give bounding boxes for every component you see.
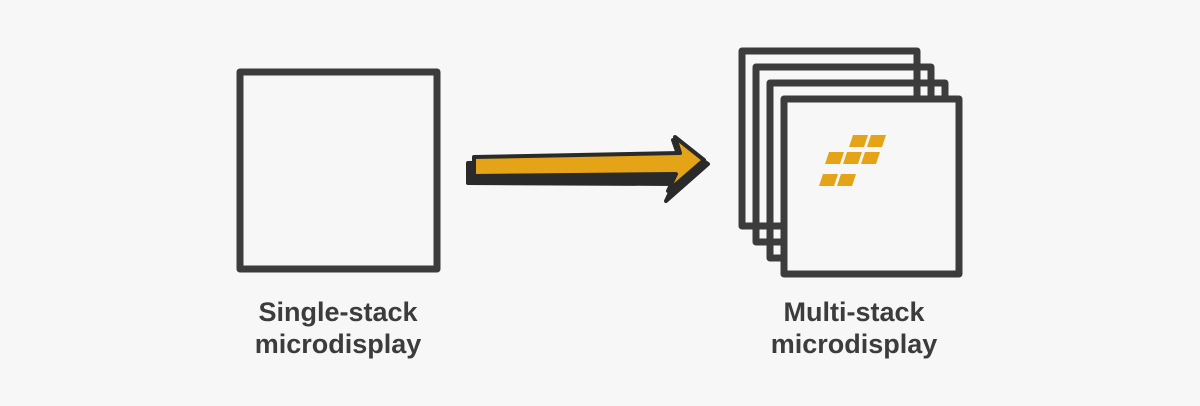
multi-stack-layers <box>738 47 963 278</box>
multi-stack-caption-line2: microdisplay <box>770 329 938 359</box>
pixel-cell <box>825 152 844 164</box>
multi-stack-caption: Multi-stack microdisplay <box>724 296 984 360</box>
arrow-body <box>472 135 706 193</box>
stack-layer-4 <box>780 95 963 278</box>
pixel-grid-icon <box>819 135 886 186</box>
single-stack-caption-line1: Single-stack <box>258 297 418 327</box>
pixel-cell <box>819 174 838 186</box>
single-stack-caption-line2: microdisplay <box>254 329 422 359</box>
pixel-cell <box>849 135 868 147</box>
single-stack-square <box>236 68 441 273</box>
single-stack-caption: Single-stack microdisplay <box>208 296 468 360</box>
multi-stack-caption-line1: Multi-stack <box>783 297 925 327</box>
pixel-cell <box>837 174 856 186</box>
pixel-cell <box>867 135 886 147</box>
pixel-cell <box>861 152 880 164</box>
arrow-right-icon <box>466 135 710 203</box>
pixel-cell <box>843 152 862 164</box>
